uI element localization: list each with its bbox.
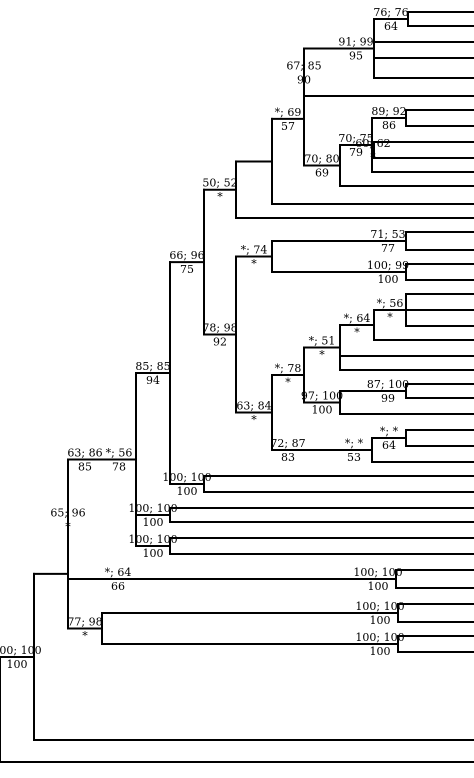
support-label-below-n10: 86 <box>382 119 396 132</box>
support-label-above-n23: *; * <box>345 437 364 450</box>
support-label-above-n28: *; 64 <box>105 566 132 579</box>
support-label-above-n12: *; 74 <box>241 244 268 257</box>
support-label-below-n4: 57 <box>281 120 295 133</box>
support-label-above-n3: 50; 52 <box>202 177 237 190</box>
support-label-below-n1: 94 <box>146 374 160 387</box>
support-label-above-n0: *; 56 <box>106 447 133 460</box>
support-label-above-n25: 100; 100 <box>162 471 211 484</box>
support-label-below-n22: 83 <box>281 451 295 464</box>
support-label-below-nB: * <box>65 520 71 533</box>
support-label-above-nC: 100; 100 <box>0 644 42 657</box>
support-label-below-n11: * <box>370 151 376 164</box>
support-label-below-n16: * <box>285 376 291 389</box>
support-label-above-n2b: 78; 98 <box>202 322 237 335</box>
support-label-above-nB: 65; 96 <box>50 506 85 519</box>
support-label-below-n28b: 100 <box>368 580 389 593</box>
support-label-above-n29c: 100; 100 <box>355 631 404 644</box>
support-label-above-nA: 63; 86 <box>67 447 102 460</box>
support-label-below-n7: 64 <box>384 20 398 33</box>
support-label-above-n20: 97; 100 <box>301 390 343 403</box>
support-label-below-n5: 90 <box>297 73 311 86</box>
support-label-above-n13: 71; 53 <box>370 228 405 241</box>
support-label-below-nA: 85 <box>78 461 92 474</box>
support-label-above-n26: 100; 100 <box>128 502 177 515</box>
support-label-below-n29: * <box>82 630 88 643</box>
support-label-below-n20: 100 <box>312 404 333 417</box>
support-label-below-n9: 79 <box>349 146 363 159</box>
support-label-above-n9: 70; 75 <box>338 132 373 145</box>
support-label-above-n14: 100; 99 <box>367 259 409 272</box>
support-label-above-n2: 66; 96 <box>169 249 204 262</box>
support-label-above-n22: 72; 87 <box>270 437 305 450</box>
support-label-above-n29: 77; 98 <box>67 616 102 629</box>
support-label-above-n19: *; 56 <box>377 297 404 310</box>
support-label-above-n18: *; 64 <box>344 312 371 325</box>
support-label-below-n21: 99 <box>381 392 395 405</box>
support-label-above-n1: 85; 85 <box>135 360 170 373</box>
support-label-below-n26: 100 <box>143 516 164 529</box>
support-label-above-n4: *; 69 <box>275 106 302 119</box>
support-label-below-n2: 75 <box>180 263 194 276</box>
support-label-below-n2b: 92 <box>213 336 227 349</box>
support-label-above-n10: 89; 92 <box>371 105 406 118</box>
support-label-below-n18: * <box>354 326 360 339</box>
support-label-above-n6: 91; 99 <box>338 36 373 49</box>
support-label-above-n29b: 100; 100 <box>355 600 404 613</box>
support-label-above-n27: 100; 100 <box>128 533 177 546</box>
support-label-below-n6: 95 <box>349 50 363 63</box>
support-label-above-n24: *; * <box>380 425 399 438</box>
support-label-above-n21: 87; 100 <box>367 378 409 391</box>
support-label-below-n8: 69 <box>315 167 329 180</box>
support-label-above-n15: 63; 84 <box>236 400 271 413</box>
support-label-above-n16: *; 78 <box>275 362 302 375</box>
support-label-above-n28b: 100; 100 <box>353 566 402 579</box>
support-label-below-n24: 64 <box>382 439 396 452</box>
support-label-below-n29b: 100 <box>370 614 391 627</box>
support-label-below-n17: * <box>319 349 325 362</box>
support-label-below-n13: 77 <box>381 242 395 255</box>
support-label-above-n8: 70; 80 <box>304 153 339 166</box>
support-label-below-n12: * <box>251 258 257 271</box>
support-label-below-n27: 100 <box>143 547 164 560</box>
support-label-below-n29c: 100 <box>370 645 391 658</box>
support-label-above-n17: *; 51 <box>309 335 336 348</box>
support-label-below-n23: 53 <box>347 451 361 464</box>
support-label-below-n0: 78 <box>112 461 126 474</box>
support-label-below-n3: * <box>217 191 223 204</box>
support-label-below-n19: * <box>387 311 393 324</box>
support-label-below-n15: * <box>251 414 257 427</box>
support-label-above-n7: 76; 76 <box>373 6 408 19</box>
support-label-below-n14: 100 <box>378 273 399 286</box>
support-label-above-n5: 67; 85 <box>286 59 321 72</box>
support-label-below-n25: 100 <box>177 485 198 498</box>
support-label-below-n28: 66 <box>111 580 125 593</box>
support-label-below-nC: 100 <box>7 658 28 671</box>
support-label-above-n11: 60; 62 <box>355 137 390 150</box>
